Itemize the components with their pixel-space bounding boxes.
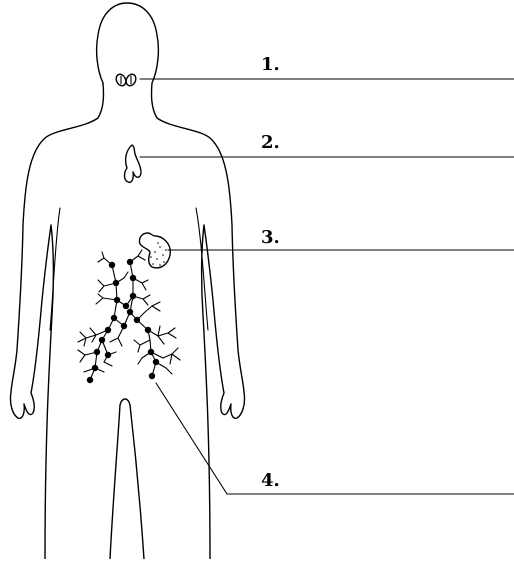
organ-2-thymus [125, 145, 142, 182]
organ-1-glands [114, 73, 137, 88]
body-outline-left [10, 83, 103, 559]
organ-4-lymphatic-network [78, 250, 180, 383]
label-3: 3. [261, 227, 280, 248]
crotch-curve [120, 399, 130, 405]
right-inner-leg [130, 405, 144, 559]
left-inner-leg [110, 405, 120, 559]
label-4: 4. [261, 470, 280, 491]
label-2: 2. [261, 132, 280, 153]
organ-3-spleen [139, 233, 170, 268]
label-1: 1. [261, 54, 280, 75]
